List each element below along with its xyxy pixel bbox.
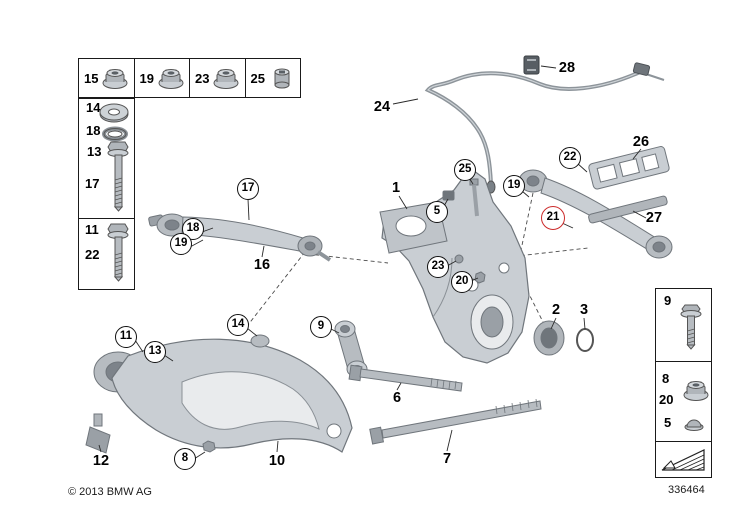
callout-20[interactable]: 20 <box>451 271 473 293</box>
fastener-panel-right: 9 8 20 5 <box>655 288 712 478</box>
callout-24[interactable]: 24 <box>373 98 391 115</box>
legend-divider <box>656 361 711 362</box>
legend-item-20[interactable]: 20 <box>659 392 674 407</box>
callout-5[interactable]: 5 <box>426 201 448 223</box>
callout-27[interactable]: 27 <box>645 209 663 226</box>
flange-nut-icon <box>102 69 128 89</box>
legend-item-15[interactable]: 15 <box>84 70 99 86</box>
trailing-arm-illustration <box>85 334 353 454</box>
callout-13[interactable]: 13 <box>144 341 166 363</box>
callout-26[interactable]: 26 <box>632 133 650 150</box>
callout-16[interactable]: 16 <box>253 256 271 273</box>
socket-head-plug-icon <box>274 68 290 89</box>
wheel-carrier-illustration <box>379 167 530 364</box>
legend-item-11[interactable]: 11 <box>85 222 99 237</box>
copyright: © 2013 BMW AG <box>68 486 152 498</box>
flange-nut-icon <box>213 69 239 89</box>
legend-item-25[interactable]: 25 <box>250 70 265 86</box>
parking-brake-cable-illustration <box>424 55 665 194</box>
diagram-number: 336464 <box>668 484 705 496</box>
bolt-7-illustration <box>369 398 542 445</box>
plug-icon <box>684 419 704 431</box>
callout-11[interactable]: 11 <box>115 326 137 348</box>
callout-3[interactable]: 3 <box>579 301 589 318</box>
legend-cell-15[interactable]: 15 <box>79 59 135 97</box>
fastener-panel-top: 15 19 23 <box>78 58 301 98</box>
flange-nut-icon <box>683 381 709 401</box>
callout-17[interactable]: 17 <box>237 178 259 200</box>
callout-6[interactable]: 6 <box>392 389 402 406</box>
legend-divider <box>656 441 711 442</box>
hex-bolt-long-icon <box>107 141 129 212</box>
legend-item-5[interactable]: 5 <box>664 415 672 430</box>
callout-21[interactable]: 21 <box>541 206 565 230</box>
legend-item-13[interactable]: 13 <box>87 144 102 159</box>
legend-cell-19[interactable]: 19 <box>135 59 190 97</box>
bolt-6-illustration <box>348 364 463 392</box>
direction-wedge-icon <box>661 449 705 471</box>
legend-divider <box>79 218 134 219</box>
legend-item-19[interactable]: 19 <box>139 70 154 86</box>
callout-22[interactable]: 22 <box>559 147 581 169</box>
fastener-panel-left-column: 14 18 13 17 11 22 <box>78 98 135 290</box>
flange-nut-icon <box>158 69 184 89</box>
callout-25[interactable]: 25 <box>454 159 476 181</box>
bushing-illustration <box>533 320 594 356</box>
flange-bolt-icon <box>680 304 702 350</box>
callout-19[interactable]: 19 <box>503 175 525 197</box>
legend-item-17[interactable]: 17 <box>85 176 100 191</box>
callout-1[interactable]: 1 <box>391 179 401 196</box>
washer-icon <box>99 103 129 123</box>
callout-8[interactable]: 8 <box>174 448 196 470</box>
sealing-ring-icon <box>102 126 128 142</box>
hex-bolt-icon <box>107 223 129 282</box>
legend-item-23[interactable]: 23 <box>195 70 210 86</box>
callout-10[interactable]: 10 <box>268 452 286 469</box>
callout-28[interactable]: 28 <box>558 59 576 76</box>
legend-cell-25[interactable]: 25 <box>246 59 301 97</box>
callout-9[interactable]: 9 <box>310 316 332 338</box>
legend-item-14[interactable]: 14 <box>86 100 101 115</box>
legend-cell-23[interactable]: 23 <box>190 59 246 97</box>
small-fasteners-illustration <box>442 178 486 284</box>
callout-19[interactable]: 19 <box>170 233 192 255</box>
callout-12[interactable]: 12 <box>92 452 110 469</box>
callout-23[interactable]: 23 <box>427 256 449 278</box>
legend-item-9[interactable]: 9 <box>664 293 672 308</box>
mounting-bracket-illustration <box>588 146 670 224</box>
callout-14[interactable]: 14 <box>227 314 249 336</box>
legend-item-22[interactable]: 22 <box>85 247 100 262</box>
callout-2[interactable]: 2 <box>551 301 561 318</box>
callout-7[interactable]: 7 <box>442 450 452 467</box>
legend-item-8[interactable]: 8 <box>662 371 670 386</box>
legend-item-18[interactable]: 18 <box>86 123 101 138</box>
